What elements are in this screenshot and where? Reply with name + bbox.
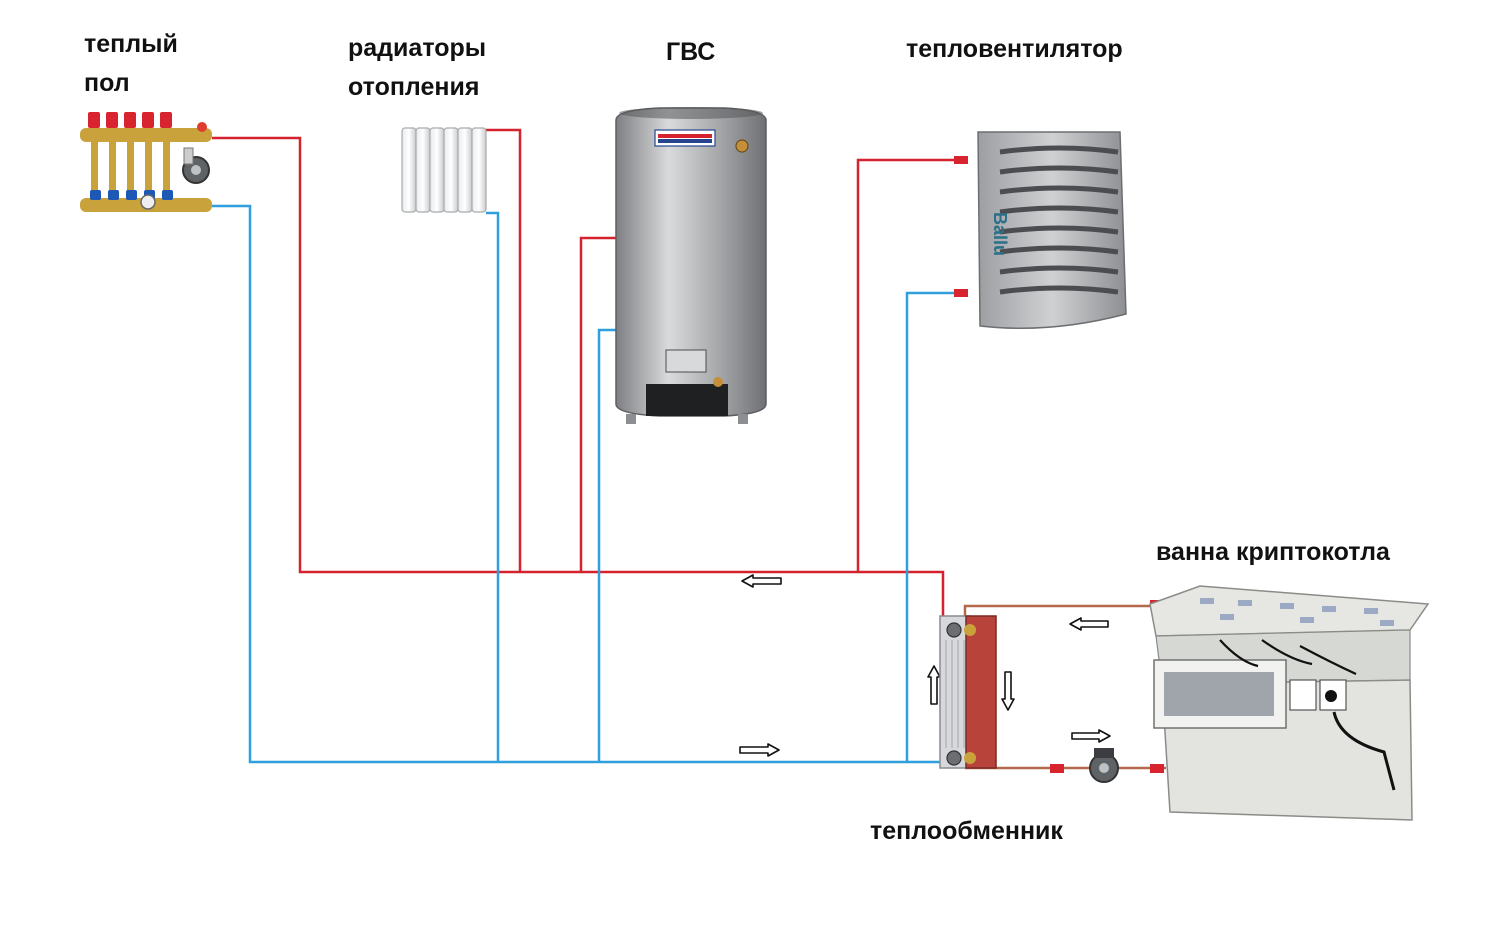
- crypto-boiler-bath-icon: [1149, 585, 1430, 821]
- return-radiator: [486, 211, 500, 762]
- tank-valve-icon: [735, 139, 749, 153]
- arrow-right-icon: [1071, 729, 1111, 743]
- return-fan-heater: [905, 291, 958, 762]
- supply-pipes: [212, 128, 958, 616]
- tank-gas-control-icon: [665, 349, 707, 373]
- label-radiators-line1: радиаторы: [348, 34, 486, 62]
- label-underfloor-heating-line1: теплый: [84, 30, 178, 58]
- return-main: [212, 204, 943, 764]
- return-pipes: [212, 204, 958, 764]
- arrow-right-icon: [739, 743, 780, 757]
- supply-main: [212, 136, 945, 616]
- manifold-gauge-icon: [140, 194, 156, 210]
- arrow-left-icon: [1069, 617, 1109, 631]
- diagram-labels: теплый пол радиаторы отопления ГВС тепло…: [84, 30, 1391, 845]
- hot-water-tank-icon: [615, 107, 767, 424]
- underfloor-manifold: [80, 112, 212, 212]
- supply-hot-water: [579, 236, 616, 572]
- label-fan-heater: тепловентилятор: [906, 35, 1123, 63]
- radiator-icon: [401, 127, 487, 213]
- plate-heat-exchanger-icon: [939, 615, 997, 769]
- label-hot-water: ГВС: [666, 38, 715, 66]
- supply-radiator: [485, 128, 522, 572]
- return-hot-water: [597, 328, 616, 762]
- supply-fan-heater: [856, 158, 958, 572]
- arrow-down-icon: [1001, 671, 1015, 711]
- label-underfloor-heating-line2: пол: [84, 69, 130, 97]
- arrow-left-icon: [741, 574, 782, 588]
- arrow-up-icon: [927, 665, 941, 705]
- primary-circulation-pump-icon: [1089, 748, 1119, 783]
- manifold-pipe-stubs: [91, 142, 170, 198]
- label-heat-exchanger: теплообменник: [870, 817, 1063, 845]
- power-socket-icon: [1289, 679, 1317, 711]
- manifold-red-caps: [88, 112, 172, 128]
- label-radiators-line2: отопления: [348, 73, 479, 101]
- fan-brand-logo: Ballu: [990, 212, 1010, 256]
- label-crypto-boiler-bath: ванна криптокотла: [1156, 538, 1391, 566]
- flow-arrows: [739, 574, 1111, 757]
- primary-hot-line: [963, 604, 1160, 618]
- primary-loop-pipes: [963, 604, 1166, 770]
- fan-heater-icon: Ballu: [954, 131, 1127, 330]
